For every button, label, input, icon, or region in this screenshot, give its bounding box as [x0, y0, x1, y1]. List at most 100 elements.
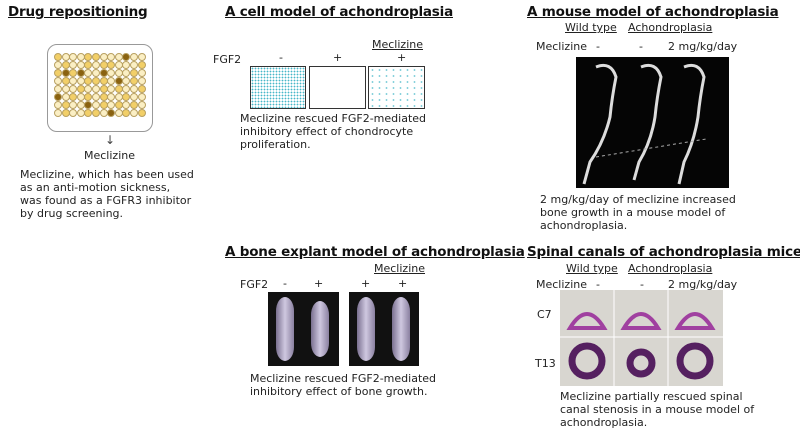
well	[76, 101, 85, 109]
well	[54, 69, 62, 77]
well-plate	[47, 44, 153, 132]
well	[99, 101, 108, 109]
well	[54, 61, 62, 69]
well	[84, 109, 93, 117]
well	[91, 93, 100, 101]
well	[54, 101, 62, 109]
bone-graphic	[276, 297, 294, 361]
mouse-meclizine-label: Meclizine	[536, 40, 587, 53]
well	[61, 61, 70, 69]
well	[84, 85, 93, 93]
well	[54, 93, 62, 101]
well	[61, 69, 70, 77]
well	[122, 69, 131, 77]
well	[122, 101, 131, 109]
well	[129, 101, 138, 109]
well	[129, 53, 138, 61]
well	[107, 109, 116, 117]
well	[137, 53, 146, 61]
spinal-dose-2: -	[640, 278, 644, 291]
well	[122, 77, 131, 85]
spinal-achon-label: Achondroplasia	[628, 262, 713, 275]
well	[69, 53, 78, 61]
row-label-t13: T13	[535, 357, 556, 370]
well	[122, 85, 131, 93]
bone-fgf2-4: +	[398, 277, 408, 290]
cell-meclizine-label: Meclizine	[372, 38, 423, 51]
well	[91, 77, 100, 85]
well	[61, 93, 70, 101]
well	[114, 53, 123, 61]
well	[107, 69, 116, 77]
well	[69, 77, 78, 85]
well	[114, 101, 123, 109]
well	[114, 61, 123, 69]
well	[99, 77, 108, 85]
spinal-description: Meclizine partially rescued spinal canal…	[560, 390, 755, 429]
well	[137, 93, 146, 101]
bone-image-meclizine	[349, 292, 419, 366]
well	[107, 101, 116, 109]
well	[61, 109, 70, 117]
cell-title: A cell model of achondroplasia	[225, 4, 453, 20]
mouse-wildtype-label: Wild type	[565, 21, 617, 34]
well	[114, 77, 123, 85]
well	[84, 93, 93, 101]
well	[114, 109, 123, 117]
bone-description: Meclizine rescued FGF2-mediated inhibito…	[250, 372, 437, 398]
well	[129, 109, 138, 117]
well	[61, 77, 70, 85]
well	[114, 85, 123, 93]
bone-fgf2-2: +	[314, 277, 324, 290]
spinal-dose-1: -	[596, 278, 600, 291]
mouse-skeleton-image	[576, 57, 729, 188]
well	[122, 109, 131, 117]
cell-image-control	[250, 66, 306, 109]
well	[69, 61, 78, 69]
well	[114, 69, 123, 77]
well	[107, 93, 116, 101]
well	[107, 77, 116, 85]
well	[122, 53, 131, 61]
well	[61, 101, 70, 109]
well	[122, 93, 131, 101]
bone-image-control	[268, 292, 339, 366]
well	[76, 69, 85, 77]
row-label-c7: C7	[537, 308, 552, 321]
well	[69, 109, 78, 117]
spinal-wildtype-label: Wild type	[566, 262, 618, 275]
drug-description: Meclizine, which has been used as an ant…	[20, 168, 194, 220]
well	[137, 77, 146, 85]
well	[76, 85, 85, 93]
well	[99, 53, 108, 61]
well	[107, 53, 116, 61]
well	[137, 61, 146, 69]
well	[84, 69, 93, 77]
well	[122, 61, 131, 69]
well	[91, 61, 100, 69]
well	[114, 93, 123, 101]
bone-fgf2-3: +	[361, 277, 371, 290]
well	[69, 69, 78, 77]
well	[99, 85, 108, 93]
well	[107, 61, 116, 69]
well	[84, 101, 93, 109]
well	[129, 85, 138, 93]
well	[99, 61, 108, 69]
bone-graphic	[357, 297, 375, 361]
bone-meclizine-label: Meclizine	[374, 262, 425, 275]
well	[91, 85, 100, 93]
wells-grid	[54, 53, 146, 117]
well	[129, 61, 138, 69]
well	[69, 101, 78, 109]
vertebrae-graphic	[560, 290, 723, 386]
cell-cond-3: +	[397, 51, 407, 64]
bone-fgf2-1: -	[283, 277, 287, 290]
well	[137, 85, 146, 93]
mouse-dose-1: -	[596, 40, 600, 53]
well	[76, 109, 85, 117]
well	[54, 109, 62, 117]
well	[61, 53, 70, 61]
mouse-achon-label: Achondroplasia	[628, 21, 713, 34]
well	[76, 77, 85, 85]
